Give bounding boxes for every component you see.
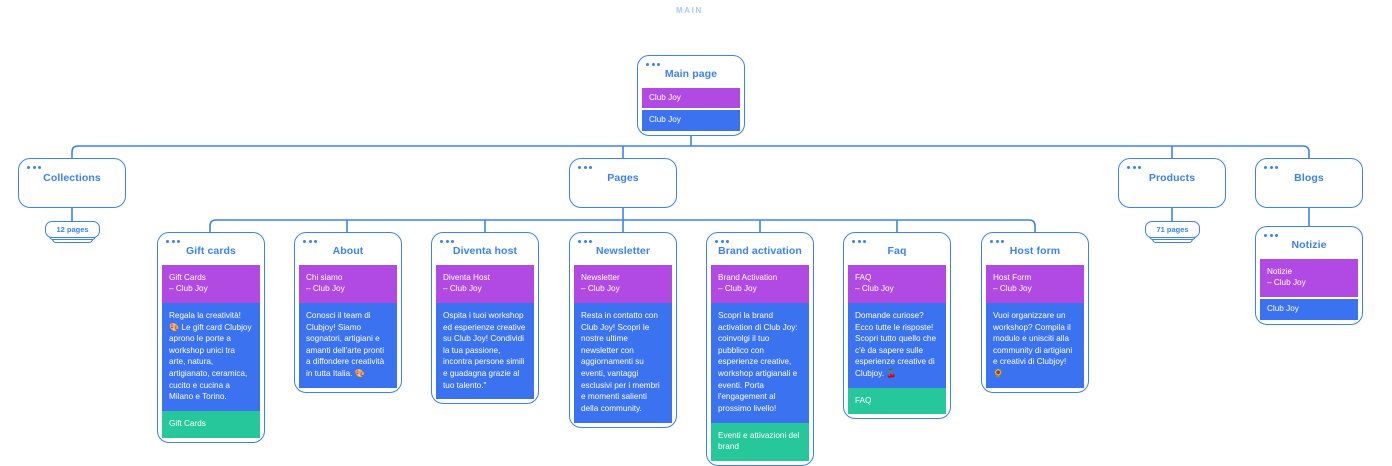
- node-about[interactable]: About Chi siamo – Club Joy Conosci il te…: [294, 232, 402, 393]
- node-title: Main page: [664, 68, 718, 80]
- node-menu-icon[interactable]: [578, 240, 592, 243]
- node-menu-icon[interactable]: [440, 240, 454, 243]
- badge-products-pages: 71 pages: [1145, 221, 1200, 243]
- node-block-green: Eventi e attivazioni del brand: [711, 422, 809, 461]
- badge-label: 12 pages: [45, 221, 100, 238]
- node-menu-icon[interactable]: [646, 63, 660, 66]
- node-newsletter[interactable]: Newsletter Newsletter – Club Joy Resta i…: [569, 232, 677, 428]
- node-menu-icon[interactable]: [27, 166, 41, 169]
- badge-collections-pages: 12 pages: [45, 221, 100, 243]
- node-block-green: FAQ: [848, 387, 946, 415]
- node-block-blue: Regala la creatività! 🎨 Le gift card Clu…: [162, 302, 260, 411]
- node-menu-icon[interactable]: [578, 166, 592, 169]
- node-menu-icon[interactable]: [990, 240, 1004, 243]
- node-block-blue: Club Joy: [642, 110, 740, 131]
- node-block-purple: Club Joy: [642, 87, 740, 109]
- node-block-purple: Notizie – Club Joy: [1260, 258, 1358, 297]
- node-menu-icon[interactable]: [166, 240, 180, 243]
- node-block-blue: Scopri la brand activation di Club Joy: …: [711, 302, 809, 423]
- node-host-form[interactable]: Host form Host Form – Club Joy Vuoi orga…: [981, 232, 1089, 393]
- node-title: Collections: [43, 172, 101, 184]
- node-title: Diventa host: [452, 245, 518, 257]
- node-block-purple: Chi siamo – Club Joy: [299, 264, 397, 303]
- node-block-blue: Vuoi organizzare un workshop? Compila il…: [986, 302, 1084, 388]
- node-block-purple: Host Form – Club Joy: [986, 264, 1084, 303]
- node-title: Blogs: [1294, 172, 1324, 184]
- node-title: About: [332, 245, 364, 257]
- node-menu-icon[interactable]: [1264, 234, 1278, 237]
- node-block-blue: Ospita i tuoi workshop ed esperienze cre…: [436, 302, 534, 400]
- node-notizie[interactable]: Notizie Notizie – Club Joy Club Joy: [1255, 226, 1363, 325]
- node-title: Newsletter: [595, 245, 651, 257]
- node-title: Gift cards: [185, 245, 236, 257]
- node-block-purple: FAQ – Club Joy: [848, 264, 946, 303]
- node-diventa-host[interactable]: Diventa host Diventa Host – Club Joy Osp…: [431, 232, 539, 405]
- node-title: Host form: [1009, 245, 1061, 257]
- node-block-blue: Conosci il team di Clubjoy! Siamo sognat…: [299, 302, 397, 388]
- node-block-blue: Domande curiose? Ecco tutte le risposte!…: [848, 302, 946, 388]
- node-block-purple: Diventa Host – Club Joy: [436, 264, 534, 303]
- node-menu-icon[interactable]: [303, 240, 317, 243]
- node-pages[interactable]: Pages: [569, 158, 677, 208]
- node-block-purple: Newsletter – Club Joy: [574, 264, 672, 303]
- node-block-green: Gift Cards: [162, 411, 260, 438]
- node-faq[interactable]: Faq FAQ – Club Joy Domande curiose? Ecco…: [843, 232, 951, 420]
- badge-label: 71 pages: [1145, 221, 1200, 238]
- node-main-page[interactable]: Main page Club Joy Club Joy: [637, 55, 745, 136]
- node-blogs[interactable]: Blogs: [1255, 158, 1363, 208]
- node-title: Brand activation: [718, 245, 802, 257]
- node-block-purple: Brand Activation – Club Joy: [711, 264, 809, 303]
- node-block-blue: Resta in contatto con Club Joy! Scopri l…: [574, 302, 672, 423]
- section-label-main: MAIN: [676, 6, 703, 15]
- node-block-blue: Club Joy: [1260, 298, 1358, 320]
- node-menu-icon[interactable]: [1264, 166, 1278, 169]
- node-menu-icon[interactable]: [1127, 166, 1141, 169]
- node-products[interactable]: Products: [1118, 158, 1226, 208]
- node-menu-icon[interactable]: [852, 240, 866, 243]
- node-menu-icon[interactable]: [715, 240, 729, 243]
- node-title: Faq: [887, 245, 907, 257]
- node-title: Pages: [607, 172, 639, 184]
- node-title: Products: [1148, 172, 1196, 184]
- node-gift-cards[interactable]: Gift cards Gift Cards – Club Joy Regala …: [157, 232, 265, 443]
- node-brand-activation[interactable]: Brand activation Brand Activation – Club…: [706, 232, 814, 466]
- node-title: Notizie: [1291, 239, 1327, 251]
- node-collections[interactable]: Collections: [18, 158, 126, 208]
- node-block-purple: Gift Cards – Club Joy: [162, 264, 260, 303]
